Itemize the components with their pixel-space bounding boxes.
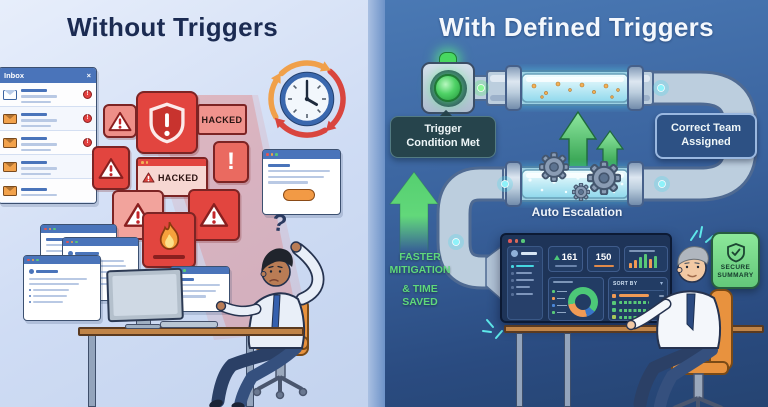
browser-window xyxy=(262,149,341,215)
desk-leg xyxy=(564,333,571,407)
hacked-text: HACKED xyxy=(158,172,199,183)
keyboard xyxy=(160,321,218,328)
inbox-title: Inbox xyxy=(4,71,24,80)
avatar xyxy=(511,250,518,257)
faster-mitigation-label: FASTER MITIGATION & TIME SAVED xyxy=(389,251,451,308)
email-row xyxy=(0,155,96,179)
desk xyxy=(78,327,304,336)
dashboard-sidebar xyxy=(507,246,543,320)
shield-alert-icon xyxy=(136,91,198,154)
monitor-base xyxy=(125,324,161,329)
panel-divider xyxy=(368,0,385,407)
mini-bar-chart xyxy=(624,246,668,272)
confused-person xyxy=(209,241,325,407)
email-row: ! xyxy=(0,107,96,131)
left-title: Without Triggers xyxy=(66,12,279,42)
correct-team-label: Correct Team Assigned xyxy=(655,113,757,159)
donut-legend xyxy=(552,287,567,314)
inbox-window: Inbox × ! ! ! xyxy=(0,67,97,204)
close-icon: × xyxy=(86,71,91,80)
trigger-button xyxy=(434,74,462,102)
hacked-label: HACKED xyxy=(197,104,247,135)
donut-chart-card xyxy=(548,277,604,321)
window-dots xyxy=(508,239,525,243)
sort-by-label: SORT BY xyxy=(613,281,638,287)
email-row: ! xyxy=(0,131,96,155)
alert-badge: ! xyxy=(83,90,92,99)
check-shield-icon xyxy=(726,242,745,262)
desk-leg xyxy=(516,333,523,407)
warning-icon xyxy=(103,104,137,138)
secure-summary-badge: SECURE SUMMARY xyxy=(711,232,760,289)
dashboard-window: 161 150 SORT BY xyxy=(500,233,672,323)
data-particles xyxy=(531,81,620,99)
desk-leg xyxy=(88,335,96,407)
donut-chart xyxy=(568,287,598,317)
email-row: ! xyxy=(0,83,96,107)
alert-badge: ! xyxy=(83,114,92,123)
pipe-flanges xyxy=(505,65,644,207)
monitor xyxy=(106,267,184,323)
pipeline-graphic xyxy=(389,65,758,339)
glow-dots xyxy=(448,80,670,250)
calm-person xyxy=(625,246,733,407)
trigger-device xyxy=(421,62,475,114)
stat-card-up: 161 xyxy=(548,246,583,272)
trigger-condition-label: Trigger Condition Met xyxy=(390,116,496,158)
chevron-down-icon: ▾ xyxy=(659,281,663,287)
envelope-icon xyxy=(3,113,17,124)
clock-cycle-icon xyxy=(268,60,346,138)
stat-card-flat: 150 xyxy=(587,246,620,272)
sparkle-icon xyxy=(482,226,714,339)
right-title: With Defined Triggers xyxy=(439,12,714,42)
button-shape xyxy=(283,188,315,201)
inbox-titlebar: Inbox × xyxy=(0,68,96,83)
envelope-icon xyxy=(3,161,17,172)
fire-icon xyxy=(142,212,196,268)
warning-icon xyxy=(188,189,240,241)
trend-up-icon xyxy=(553,254,560,260)
arrow-up-icon xyxy=(389,171,439,253)
warning-icon xyxy=(142,172,155,183)
envelope-icon xyxy=(3,137,17,148)
email-row xyxy=(0,179,96,203)
alert-badge: ! xyxy=(83,138,92,147)
auto-escalation-label: Auto Escalation xyxy=(531,205,623,219)
warning-icon xyxy=(92,146,130,190)
exclamation-icon: ! xyxy=(213,141,249,183)
envelope-icon xyxy=(3,185,17,196)
envelope-open-icon xyxy=(3,89,17,100)
browser-window xyxy=(23,255,101,321)
